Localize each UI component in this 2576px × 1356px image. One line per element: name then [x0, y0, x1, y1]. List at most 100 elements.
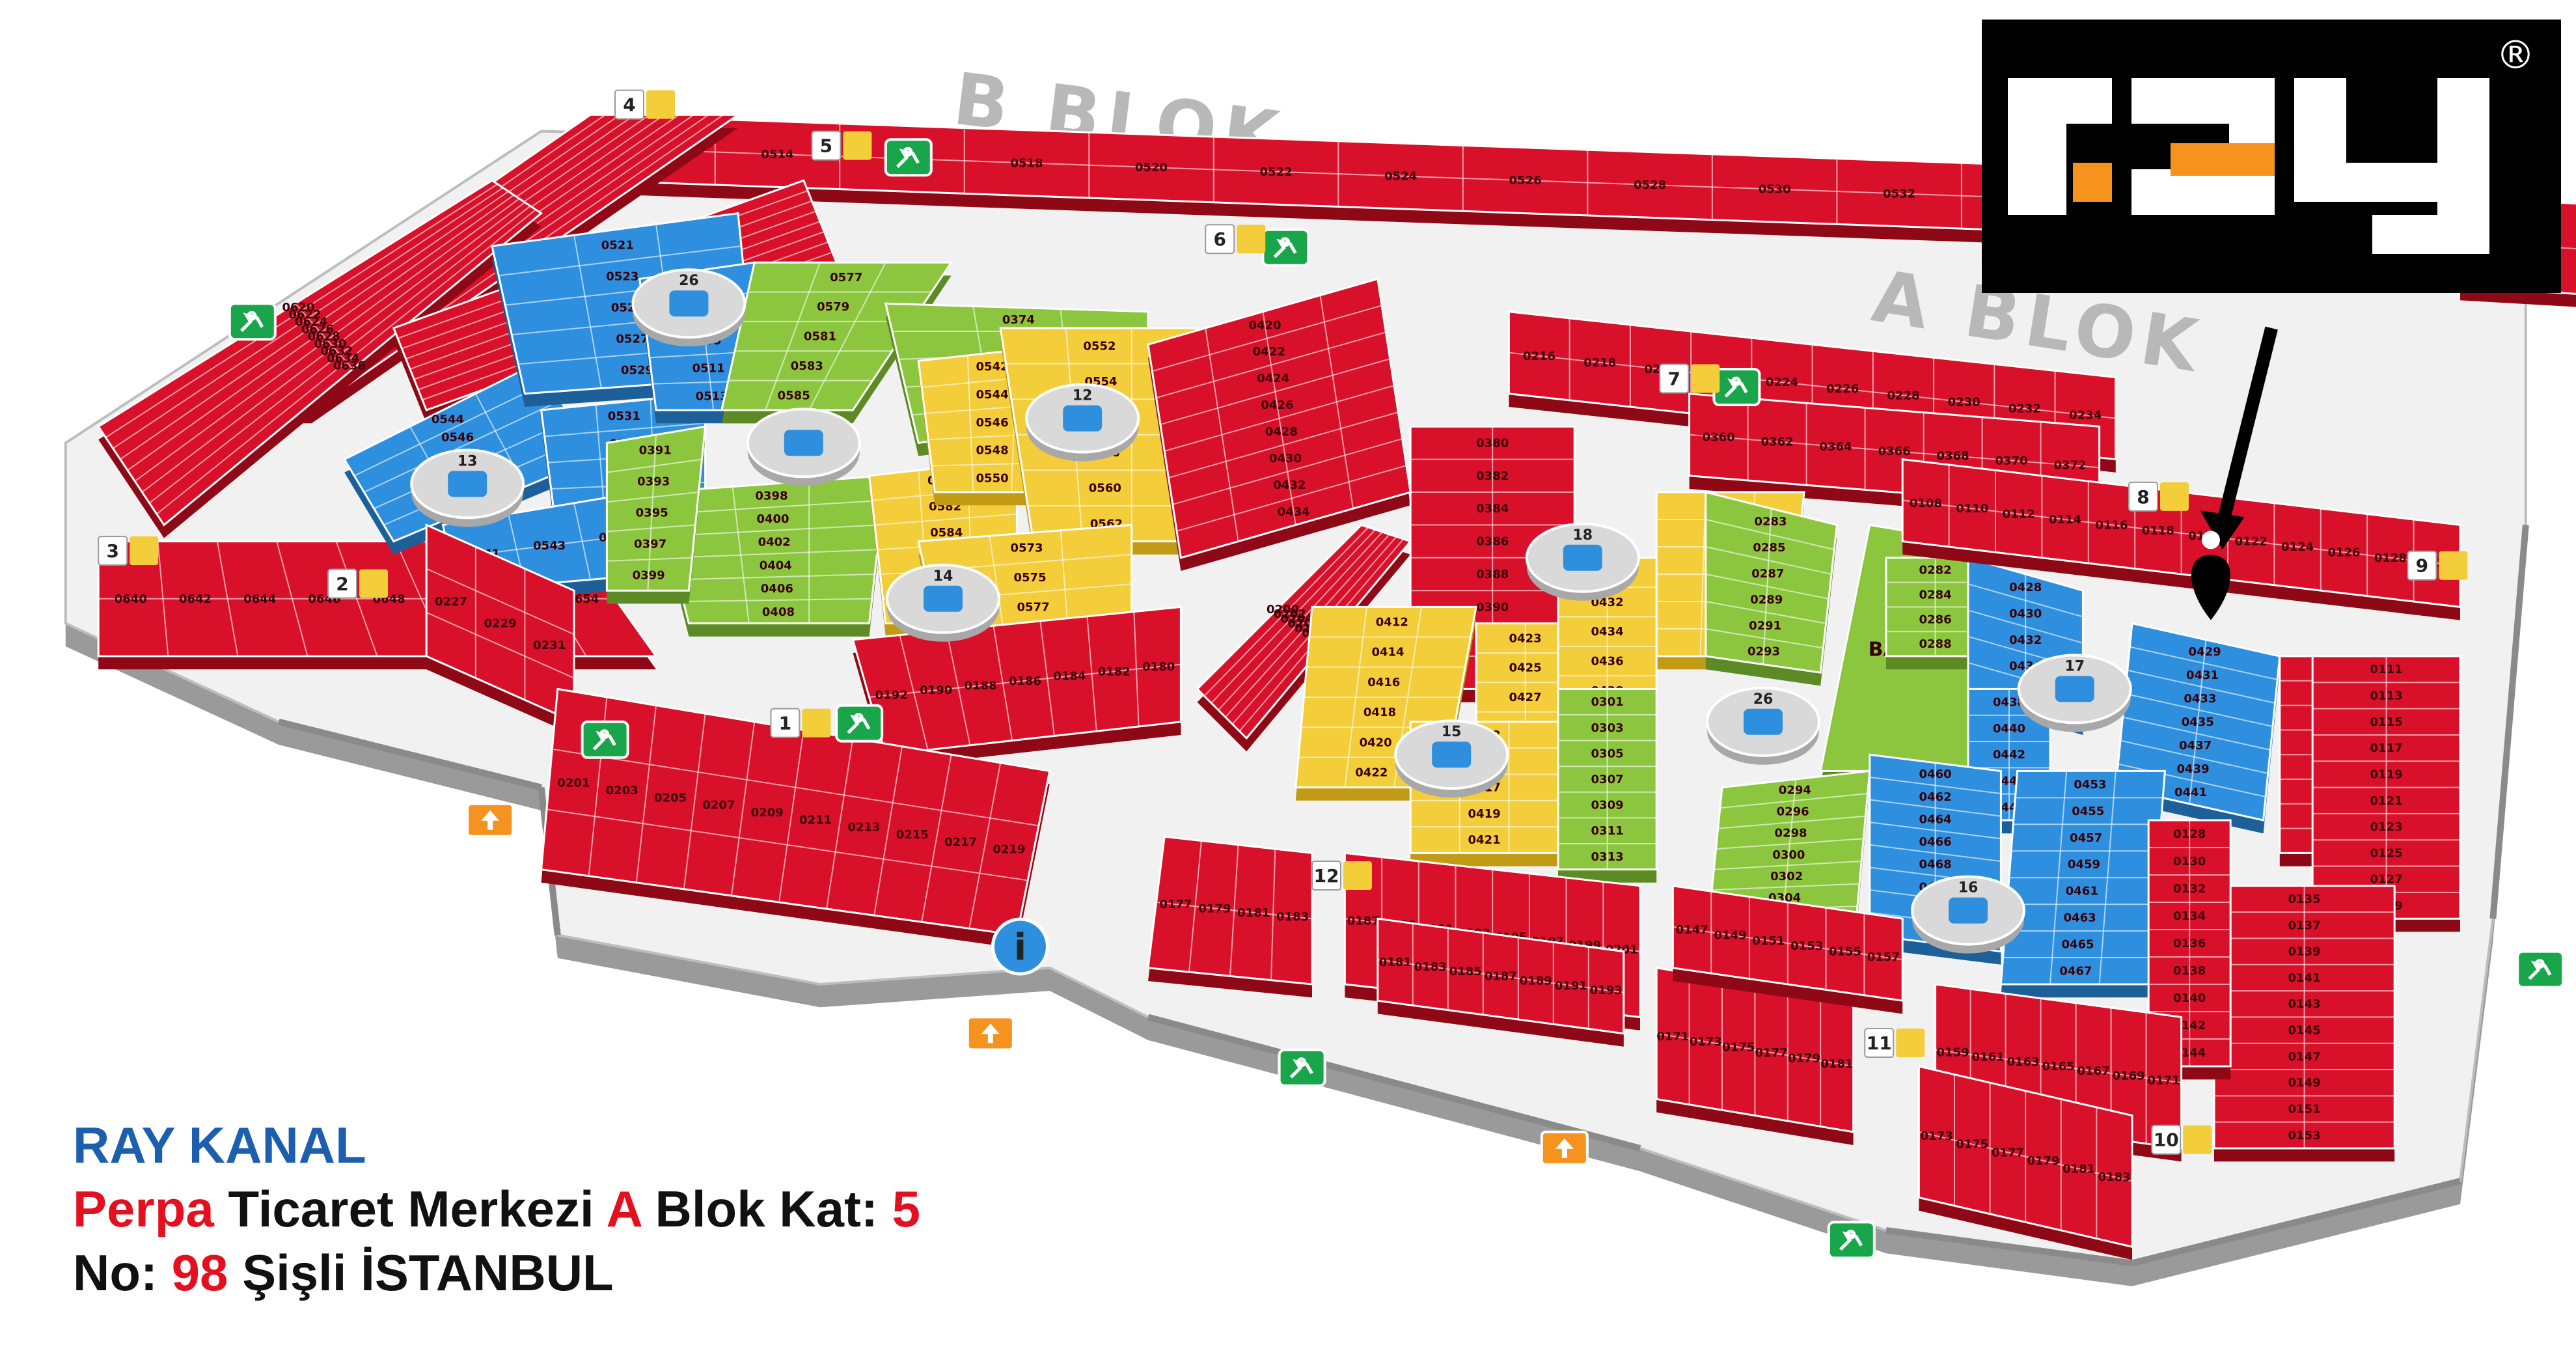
hub-17: 17: [2017, 654, 2132, 732]
shop-divider: [1203, 527, 1369, 697]
shop-label: 0185: [1449, 965, 1482, 978]
shop-label: 0183: [1276, 910, 1309, 924]
hub-number: 26: [1753, 691, 1774, 708]
shop-divider: [1705, 601, 1826, 624]
zone-tag-9: 9: [2407, 550, 2468, 581]
section-a-red-far-right: 0111011301150117011901210123012501270129: [2311, 655, 2461, 932]
shop-label: 0528: [1634, 178, 1666, 192]
zone-number-box: [2151, 1124, 2182, 1155]
hub-18: 18: [1525, 522, 1640, 601]
shop-label: 0229: [484, 617, 517, 631]
shop-label: 0620: [282, 301, 314, 314]
shop-label: 0462: [1919, 790, 1952, 804]
hub-16: 16: [1911, 875, 2025, 954]
shop-divider: [869, 663, 1181, 698]
shop-label: 0119: [2370, 768, 2403, 781]
shop-label: 0121: [2370, 794, 2403, 808]
shop-label: 0430: [2009, 607, 2042, 620]
shop-label: 0439: [2177, 762, 2210, 776]
shop-label: 0437: [2179, 739, 2212, 753]
shop-label: 0311: [1591, 824, 1624, 838]
shop-label: 0435: [2182, 715, 2214, 729]
shop-label: 0386: [1476, 535, 1509, 549]
shop-label: 0139: [2288, 945, 2321, 959]
address-number: 98: [171, 1244, 228, 1301]
zone-tag-10: 10: [2151, 1124, 2212, 1155]
exit-icon: [1278, 1048, 1326, 1087]
shop-label: 0110: [1956, 502, 1988, 516]
zone-number: 5: [820, 135, 832, 157]
shop-divider: [683, 713, 706, 889]
freight-icon: [2183, 1125, 2212, 1154]
shop-label: 0136: [2173, 937, 2206, 950]
shop-label: 0628: [308, 330, 340, 344]
shop-label: 0115: [2370, 715, 2403, 729]
shop-divider: [1716, 838, 1864, 850]
shop-label: 0181: [1237, 906, 1270, 920]
freight-icon: [1237, 225, 1266, 254]
shop-label: 0584: [930, 526, 963, 540]
hub-number: 15: [1442, 724, 1462, 740]
shop-label: 0143: [2288, 997, 2321, 1011]
shop-label: 0200: [1267, 603, 1299, 616]
freight-icon: [2439, 551, 2468, 580]
wall-2: [1147, 1014, 1641, 1152]
shop-label: 0418: [1363, 706, 1396, 719]
shop-label: 0384: [1476, 502, 1509, 516]
stairs-icon: [1540, 1130, 1589, 1166]
shop-label: 0137: [2288, 919, 2321, 932]
ray-logo: ®: [1982, 20, 2561, 293]
shop-label: 0531: [608, 409, 640, 423]
exit-figure: [240, 311, 264, 332]
shop-label: 0217: [944, 835, 977, 849]
shop-label: 0313: [1591, 850, 1624, 864]
shop-divider: [1967, 609, 2083, 644]
shop-label: 0432: [1273, 478, 1306, 492]
shop-label: 0234: [2069, 409, 2102, 422]
shop-divider: [573, 235, 602, 389]
shop-label: 0526: [1509, 174, 1542, 187]
shop-divider: [546, 809, 1028, 881]
shop-label: 0134: [2173, 909, 2206, 923]
shop-label: 0432: [2009, 633, 2042, 647]
address-line-3: No: 98 Şişli İSTANBUL: [73, 1241, 1114, 1305]
shop-label: 0425: [1509, 661, 1542, 675]
shop-label: 0177: [1755, 1046, 1788, 1060]
hub-number: 18: [1572, 527, 1593, 544]
zone-tag-3: 3: [98, 536, 159, 566]
shop-divider: [113, 187, 504, 449]
shop-label: 0147: [1676, 923, 1708, 937]
shop-label: 0544: [432, 413, 464, 426]
zone-number-box: [2128, 481, 2158, 512]
shop-label: 0188: [965, 679, 997, 693]
shop-label: 0190: [920, 684, 952, 697]
shop-label: 0626: [301, 322, 334, 336]
shop-label: 0514: [761, 148, 793, 161]
shop-label: 0523: [606, 270, 638, 284]
shop-label: 0177: [1159, 898, 1192, 911]
shop-label: 0560: [1089, 482, 1121, 495]
registered-mark: ®: [2496, 33, 2535, 78]
shop-label: 0231: [533, 639, 566, 652]
exit-sign: [1827, 1221, 1876, 1260]
shop-label: 0630: [314, 337, 346, 351]
shop-label: 0155: [1829, 945, 1861, 959]
shop-label: 0122: [2235, 535, 2268, 549]
shop-label: 0404: [760, 559, 792, 572]
shop-divider: [1902, 499, 2461, 567]
shop-divider: [2189, 639, 2207, 804]
shop-label: 0171: [1656, 1030, 1689, 1044]
address-line-2: Perpa Ticaret Merkezi A Blok Kat: 5: [73, 1177, 1114, 1241]
shop-label: 0128: [2374, 551, 2407, 565]
shop-label: 0529: [621, 363, 653, 377]
shop-label: 0163: [2007, 1055, 2040, 1069]
zone-tag-4: 4: [614, 89, 675, 120]
shop-label: 0213: [847, 821, 880, 835]
address-mid: Ticaret Merkezi: [228, 1180, 594, 1238]
exit-icon: [1827, 1221, 1876, 1260]
shop-label: 0399: [633, 568, 665, 582]
shop-label: 0581: [804, 330, 836, 344]
shop-label: 0296: [1777, 805, 1809, 819]
